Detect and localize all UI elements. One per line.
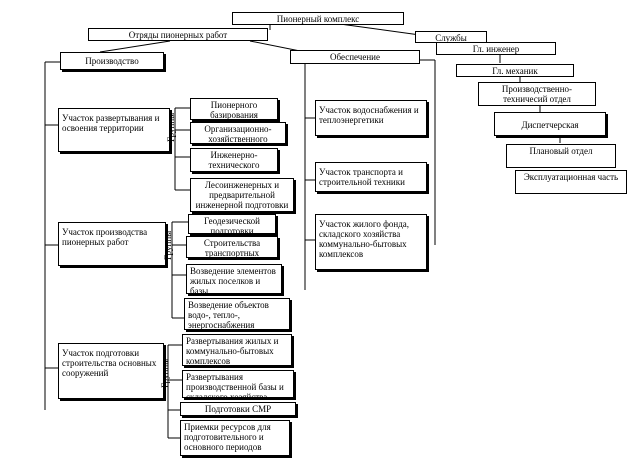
obespechenie-box: Обеспечение <box>290 50 420 64</box>
service-box: Производственно-техничесий отдел <box>478 82 596 106</box>
section-box: Участок подготовки строительства основны… <box>58 343 164 399</box>
obesp-item: Участок жилого фонда, складского хозяйст… <box>315 214 427 270</box>
service-box: Диспетчерская <box>494 112 606 136</box>
group-box: Подготовки СМР <box>180 402 296 416</box>
group-box: Возведение объектов водо-, тепло-, энерг… <box>184 298 290 330</box>
group-box: Строительства транспортных коммуникаций <box>186 236 278 258</box>
group-box: Организационно-хозяйственного обеспечени… <box>190 122 286 144</box>
service-box: Эксплуатационная часть <box>515 170 627 194</box>
service-box: Гл. инженер <box>436 42 556 55</box>
proizvodstvo-box: Производство <box>60 52 164 70</box>
root-box: Пионерный комплекс <box>232 12 404 25</box>
section-box: Участок развертывания и освоения террито… <box>58 108 170 152</box>
groups-label: Группы <box>160 358 170 388</box>
group-box: Лесоинженерных и предварительной инженер… <box>190 178 294 212</box>
group-box: Возведение элементов жилых поселков и ба… <box>186 264 282 294</box>
groups-label: Группы <box>163 230 173 260</box>
otryady-box: Отряды пионерных работ <box>88 28 268 41</box>
obesp-item: Участок транспорта и строительной техник… <box>315 162 427 192</box>
obesp-item: Участок водоснабжения и теплоэнергетики <box>315 100 427 136</box>
groups-label: Группы <box>166 112 176 142</box>
group-box: Развертывания производственной базы и ск… <box>182 370 294 398</box>
group-box: Приемки ресурсов для подготовительного и… <box>180 420 290 456</box>
service-box: Плановый отдел <box>506 144 616 168</box>
group-box: Развертывания жилых и коммунально-бытовы… <box>182 334 292 366</box>
group-box: Пионерного базирования <box>190 98 278 120</box>
service-box: Гл. механик <box>456 64 574 77</box>
section-box: Участок производства пионерных работ <box>58 222 166 266</box>
group-box: Инженерно-технического обеспечения <box>190 148 278 172</box>
group-box: Геодезической подготовки <box>188 214 276 234</box>
